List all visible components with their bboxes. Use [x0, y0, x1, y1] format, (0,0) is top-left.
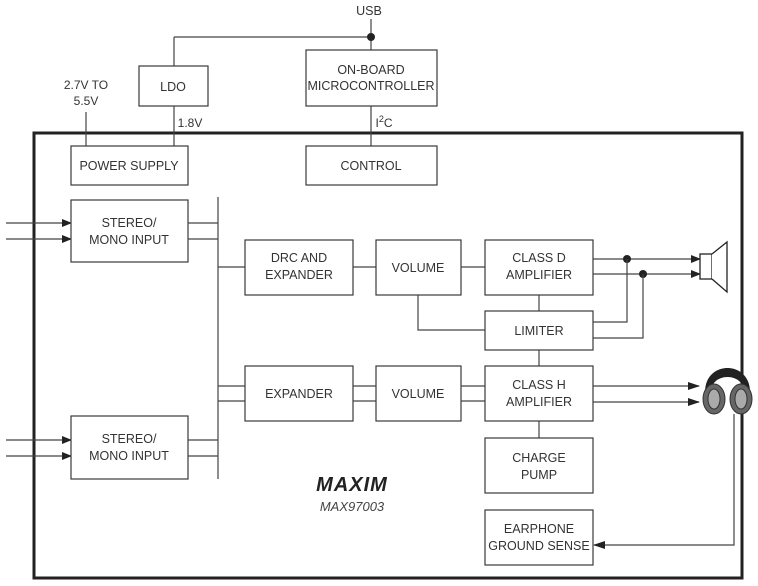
control-block: CONTROL	[305, 145, 438, 186]
expander-label: EXPANDER	[265, 387, 333, 401]
class-d-line2: AMPLIFIER	[506, 268, 572, 282]
volume-1-block: VOLUME	[375, 239, 462, 296]
headphones-icon	[702, 368, 753, 415]
maxim-logo: MAXIM	[316, 474, 388, 496]
charge-pump-block: CHARGE PUMP	[484, 437, 594, 494]
mcu-label-line1: ON-BOARD	[337, 63, 404, 77]
earphone-sense-line1: EARPHONE	[504, 522, 574, 536]
stereo-input-2-line2: MONO INPUT	[89, 449, 169, 463]
usb-wiring	[173, 19, 375, 66]
control-label: CONTROL	[340, 159, 401, 173]
volume-2-label: VOLUME	[392, 387, 445, 401]
ldo-label: LDO	[160, 80, 186, 94]
volume-1-label: VOLUME	[392, 261, 445, 275]
ldo-voltage-label: 1.8V	[178, 116, 203, 130]
class-h-block: CLASS H AMPLIFIER	[484, 365, 594, 422]
i2c-label: I2C	[375, 114, 392, 130]
charge-pump-line2: PUMP	[521, 468, 557, 482]
stereo-input-1-line1: STEREO/	[102, 216, 157, 230]
drc-line1: DRC AND	[271, 251, 327, 265]
volume-2-block: VOLUME	[375, 365, 462, 422]
chip-boundary	[32, 131, 744, 580]
microcontroller-block: ON-BOARD MICROCONTROLLER	[305, 49, 438, 107]
stereo-input-2-block: STEREO/ MONO INPUT	[70, 415, 189, 480]
power-supply-block: POWER SUPPLY	[70, 145, 189, 186]
ldo-block: LDO	[138, 65, 209, 107]
earphone-sense-block: EARPHONE GROUND SENSE	[484, 509, 594, 566]
class-d-block: CLASS D AMPLIFIER	[484, 239, 594, 296]
limiter-label: LIMITER	[514, 324, 563, 338]
usb-label: USB	[356, 4, 382, 18]
supply-range-line1: 2.7V TO	[64, 78, 108, 92]
earphone-sense-line2: GROUND SENSE	[488, 539, 589, 553]
drc-expander-block: DRC AND EXPANDER	[244, 239, 354, 296]
stereo-input-1-line2: MONO INPUT	[89, 233, 169, 247]
mcu-label-line2: MICROCONTROLLER	[307, 79, 434, 93]
stereo-input-2-line1: STEREO/	[102, 432, 157, 446]
stereo-input-1-block: STEREO/ MONO INPUT	[70, 199, 189, 263]
class-d-line1: CLASS D	[512, 251, 566, 265]
expander-block: EXPANDER	[244, 365, 354, 422]
speaker-icon	[699, 240, 728, 294]
usb-junction	[367, 33, 375, 41]
power-supply-label: POWER SUPPLY	[79, 159, 179, 173]
part-number: MAX97003	[320, 499, 385, 514]
class-h-line2: AMPLIFIER	[506, 395, 572, 409]
class-h-line1: CLASS H	[512, 378, 566, 392]
charge-pump-line1: CHARGE	[512, 451, 565, 465]
limiter-block: LIMITER	[484, 310, 594, 351]
supply-range-line2: 5.5V	[74, 94, 99, 108]
drc-line2: EXPANDER	[265, 268, 333, 282]
